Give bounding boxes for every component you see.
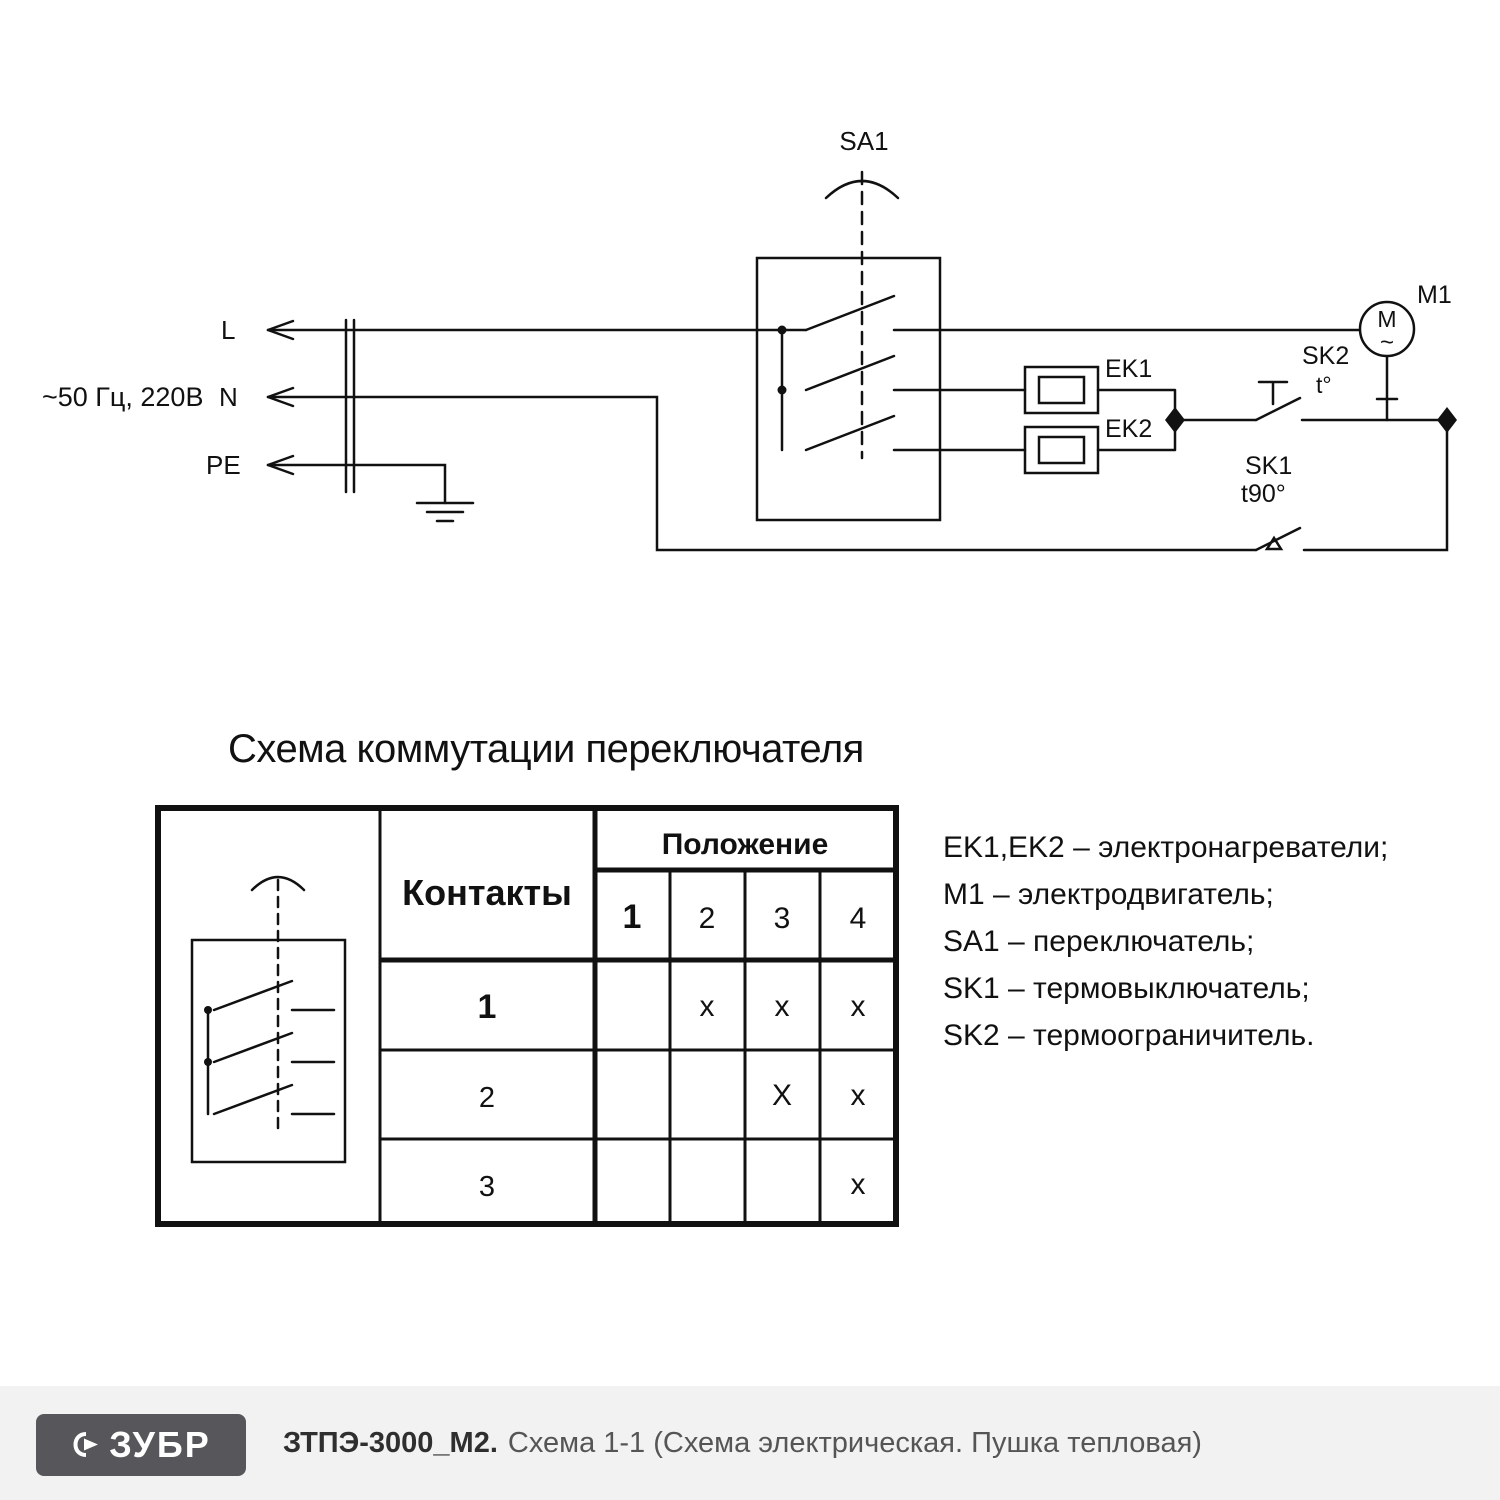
zubr-logo: ЗУБР [36, 1414, 246, 1476]
footer-model: ЗТПЭ-3000_М2. [283, 1426, 498, 1459]
thermal-switch-sk1 [1254, 526, 1302, 552]
legend-item: M1 – электродвигатель; [943, 878, 1274, 911]
mark-cell: X [772, 1079, 792, 1112]
circuit-wires [266, 318, 1449, 552]
mark-cell: x [851, 1079, 866, 1112]
circuit-diagram: SA1 L N PE ~50 Гц, 220В EK1 EK2 SK2 t° S… [42, 126, 1457, 552]
thermal-limiter-sk2 [1173, 380, 1449, 422]
position-col-header: 4 [850, 902, 867, 935]
footer-bar: ЗУБР ЗТПЭ-3000_М2. Схема 1-1 (Схема элек… [0, 1386, 1500, 1500]
diamond-junction-icon [1437, 407, 1457, 433]
sk2-label: SK2 [1302, 342, 1349, 370]
diamond-junction-icon [1165, 407, 1185, 433]
supply-label: ~50 Гц, 220В [42, 382, 203, 412]
sk2-actuator-icon [1257, 380, 1289, 406]
junctions [777, 325, 1457, 433]
position-col-header: 3 [774, 902, 791, 935]
motor-m1 [1358, 300, 1416, 422]
position-col-header: 1 [623, 898, 642, 936]
motor-circle-icon [1358, 300, 1416, 358]
ek1-label: EK1 [1105, 355, 1152, 383]
legend-item: EK1,EK2 – электронагреватели; [943, 831, 1389, 864]
legend-item: SK2 – термоограничитель. [943, 1019, 1315, 1052]
contact-row-label: 3 [479, 1171, 495, 1203]
arrow-n-icon [266, 386, 295, 408]
arrow-pe-icon [266, 454, 295, 476]
switch-symbol [190, 875, 347, 1164]
sk1-label: SK1 [1245, 452, 1292, 480]
terminal-l-label: L [221, 315, 235, 345]
sk2-temp-label: t° [1316, 372, 1332, 398]
contacts-header: Контакты [402, 872, 572, 913]
table-grid [155, 805, 899, 1227]
terminal-pe-label: PE [206, 450, 241, 480]
mark-cell: x [851, 1168, 866, 1201]
m1-label: M1 [1417, 281, 1452, 309]
switch-commutation-table: Контакты Положение 1 2 3 4 1 2 3 x x x X… [155, 805, 899, 1227]
position-col-header: 2 [699, 902, 716, 935]
mark-cell: x [851, 990, 866, 1023]
sa1-label: SA1 [839, 126, 888, 156]
switch-symbol-junctions [204, 1006, 212, 1066]
footer-subtitle: Схема 1-1 (Схема электрическая. Пушка те… [507, 1426, 1202, 1459]
sk1-release-triangle-icon [1264, 535, 1284, 551]
legend-item: SA1 – переключатель; [943, 925, 1255, 958]
ek2-label: EK2 [1105, 415, 1152, 443]
switch-table-title: Схема коммутации переключателя [228, 727, 864, 771]
heater-ek2 [1023, 425, 1100, 475]
sk1-temp-label: t90° [1241, 480, 1286, 508]
sa1-rotation-arc-icon [824, 179, 900, 200]
motor-letter: M [1377, 306, 1396, 332]
contact-row-label: 2 [479, 1082, 495, 1114]
switch-rotation-arc-icon [250, 875, 306, 892]
motor-ac-symbol: ~ [1380, 329, 1394, 356]
arrow-l-icon [266, 319, 295, 341]
zubr-logo-icon [73, 1432, 99, 1457]
position-header: Положение [662, 828, 829, 861]
component-legend: EK1,EK2 – электронагреватели; M1 – элект… [943, 824, 1388, 1059]
mark-cell: x [700, 990, 715, 1023]
terminal-n-label: N [219, 382, 238, 412]
legend-item: SK1 – термовыключатель; [943, 972, 1310, 1005]
earth-ground-icon [415, 501, 475, 523]
zubr-logo-text: ЗУБР [109, 1424, 211, 1465]
contact-row-label: 1 [478, 988, 497, 1026]
footer-title: ЗТПЭ-3000_М2. Схема 1-1 (Схема электриче… [283, 1386, 1202, 1500]
mark-cell: x [775, 990, 790, 1023]
sa1-switch-box [755, 170, 1362, 522]
heater-ek1 [1023, 365, 1100, 415]
cable-entry-bars [344, 318, 356, 494]
